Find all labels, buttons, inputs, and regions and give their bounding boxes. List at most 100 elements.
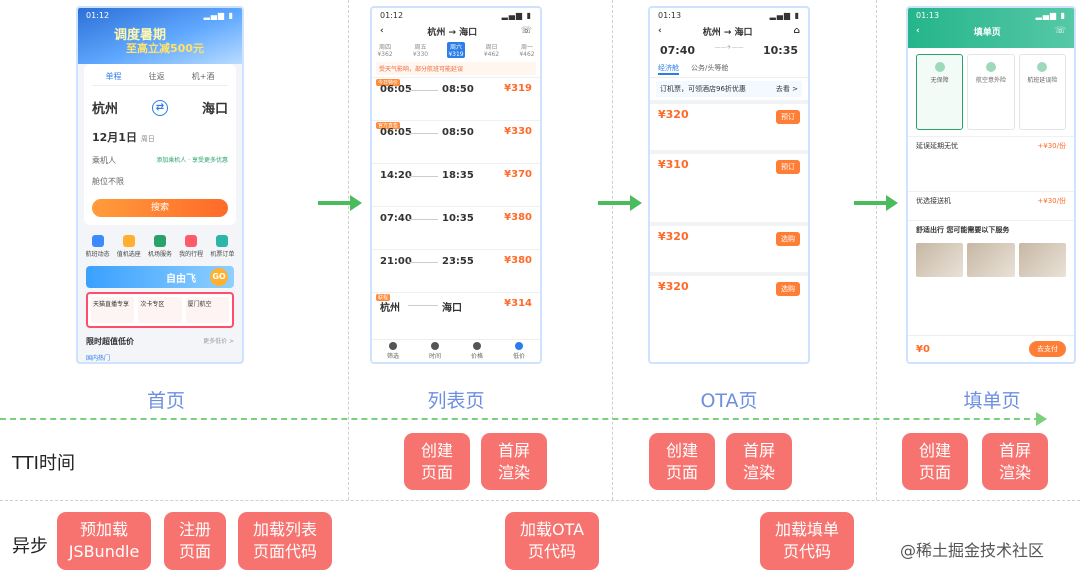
passenger-label[interactable]: 乘机人 [92,156,116,165]
weekday: 周日 [140,135,155,143]
filter-button[interactable]: 筛选 [387,342,399,360]
banner-title: 调度暑期 [114,28,167,43]
service-icons: 航班动态 值机选座 机场服务 我的行程 机票订单 [78,235,242,258]
trip-type-tabs: 单程 往返 机+酒 [92,68,228,86]
sort-price-button[interactable]: 价格 [471,342,483,360]
page-label-home: 首页 [146,390,185,412]
travel-services-header: 舒适出行 您可能需要以下服务 [908,220,1074,239]
flight-summary: 07:40——✈——10:35 [660,44,798,57]
service-checkin[interactable]: 值机选座 [117,235,141,258]
date-chip[interactable]: 周四¥362 [377,44,393,58]
service-trips[interactable]: 我的行程 [179,235,203,258]
tti-box-create-page: 创建 页面 [902,433,968,490]
sort-time-button[interactable]: 时间 [429,342,441,360]
async-box-load-fill-code: 加载填单 页代码 [760,512,854,570]
row-label-async: 异步 [12,536,48,557]
service-icon[interactable]: ☏ [520,26,532,36]
date-chip[interactable]: 周五¥330 [412,44,429,58]
async-box-load-ota-code: 加载OTA 页代码 [505,512,599,570]
plan-option[interactable]: 无保障 [916,54,964,130]
deal-subtab[interactable]: 国内热门 [86,355,111,362]
tti-box-first-render: 首屏 渲染 [481,433,547,490]
tab-business[interactable]: 公务/头等舱 [691,64,729,72]
column-divider [876,0,877,500]
promo-card[interactable]: 次卡专区 [138,297,182,323]
route-title: 杭州 → 海口 [427,27,478,38]
service-orders[interactable]: 机票订单 [210,235,234,258]
addon-row[interactable]: 优选接送机+¥30/份 [908,191,1074,220]
date-chip[interactable]: 周六¥319 [447,42,465,58]
low-price-button[interactable]: 低价 [513,342,525,360]
row-divider [0,500,1080,501]
service-icon[interactable]: ☏ [1054,26,1066,36]
signal-icon: ▂▄▆ ▮ [203,10,234,20]
plan-option[interactable]: 航班延误险 [1018,54,1066,130]
date-value: 12月1日 [92,131,137,144]
plan-option[interactable]: 航空意外险 [967,54,1015,130]
book-button[interactable]: 预订 [776,160,800,174]
timeline-arrow-head [1036,412,1047,426]
home-screenshot: 01:12▂▄▆ ▮ 调度暑期 至高立减500元 单程 往返 机+酒 杭州 ⇄ … [76,6,244,364]
date-chip[interactable]: 周一¥462 [519,44,535,58]
service-flight-status[interactable]: 航班动态 [86,235,110,258]
column-divider [612,0,613,500]
service-photo[interactable] [1018,243,1066,277]
back-icon[interactable]: ‹ [658,26,662,36]
status-time: 01:12 [380,10,404,20]
tab-flight-hotel[interactable]: 机+酒 [191,72,215,81]
page-label-ota: OTA页 [700,390,758,412]
promo-card[interactable]: 天猫直播专享 [91,297,135,323]
book-button[interactable]: 预订 [776,110,800,124]
promo-title: 自由飞 [166,274,196,285]
promo-card[interactable]: 厦门航空 [185,297,229,323]
date-picker[interactable]: 12月1日 周日 [92,129,228,145]
service-photo[interactable] [916,243,964,277]
ota-screenshot: 01:13▂▄▆ ▮ ‹杭州 → 海口⌂ 07:40——✈——10:35 经济舱… [648,6,810,364]
bottom-toolbar: 筛选 时间 价格 低价 [372,339,540,362]
to-city[interactable]: 海口 [201,102,228,117]
date-chip[interactable]: 周日¥462 [483,44,500,58]
tti-box-create-page: 创建 页面 [649,433,715,490]
swap-icon[interactable]: ⇄ [152,99,168,116]
from-city[interactable]: 杭州 [92,102,119,117]
tab-roundtrip[interactable]: 往返 [148,72,165,81]
row-label-tti: TTI时间 [12,453,75,474]
passenger-hint: 添加乘机人 · 享受更多优惠 [156,157,228,164]
tab-economy[interactable]: 经济舱 [658,63,679,75]
cabin-select[interactable]: 舱位不限 [92,177,124,186]
hotel-coupon-bar[interactable]: 订机票，可领酒店96折优惠去看 > [656,81,802,97]
status-time: 01:13 [658,10,682,20]
promo-banner[interactable]: 自由飞 GO [86,266,234,288]
tti-box-first-render: 首屏 渲染 [982,433,1048,490]
book-button[interactable]: 选购 [776,282,800,296]
back-icon[interactable]: ‹ [916,26,920,36]
back-icon[interactable]: ‹ [380,26,384,36]
cabin-tabs: 经济舱 公务/头等舱 [650,61,808,78]
flight-row[interactable]: 联程杭州海口¥314 [372,292,540,335]
addon-row[interactable]: 延误延期无忧+¥30/份 [908,136,1074,191]
async-box-register-page: 注册 页面 [164,512,226,570]
deal-more-link[interactable]: 更多低价 > [203,338,234,345]
promo-cards: 天猫直播专享 次卡专区 厦门航空 [86,292,234,328]
service-airport[interactable]: 机场服务 [148,235,172,258]
fill-header: 01:13▂▄▆ ▮ ‹填单页☏ [908,8,1074,48]
page-label-fill: 填单页 [963,390,1021,412]
signal-icon: ▂▄▆ ▮ [501,10,532,20]
watermark: @稀土掘金技术社区 [900,541,1045,560]
pay-button[interactable]: 去支付 [1029,341,1066,357]
promo-go: GO [210,268,228,286]
search-button[interactable]: 搜索 [92,199,228,217]
share-icon[interactable]: ⌂ [793,26,800,36]
column-divider [348,0,349,500]
book-button[interactable]: 选购 [776,232,800,246]
service-photo[interactable] [967,243,1015,277]
banner-subtitle: 至高立减500元 [126,42,204,55]
tab-oneway[interactable]: 单程 [105,72,122,81]
